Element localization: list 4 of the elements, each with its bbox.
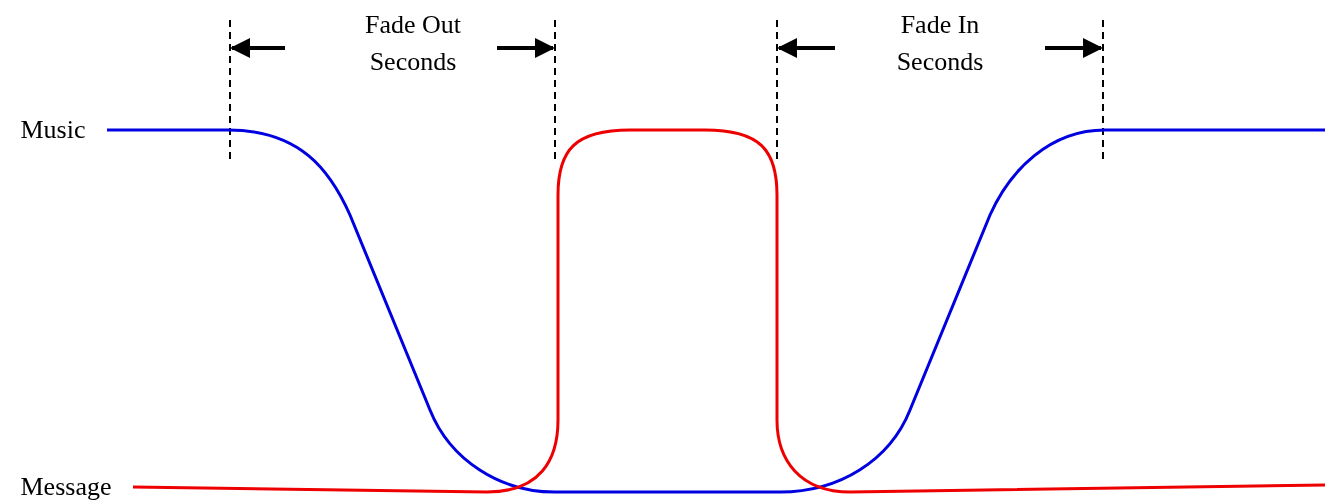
curve-label: Message: [19, 471, 113, 500]
dimension-label: Fade In Seconds: [895, 9, 985, 78]
dimension-label: Fade Out Seconds: [363, 9, 462, 78]
curve-label: Music: [19, 114, 87, 146]
